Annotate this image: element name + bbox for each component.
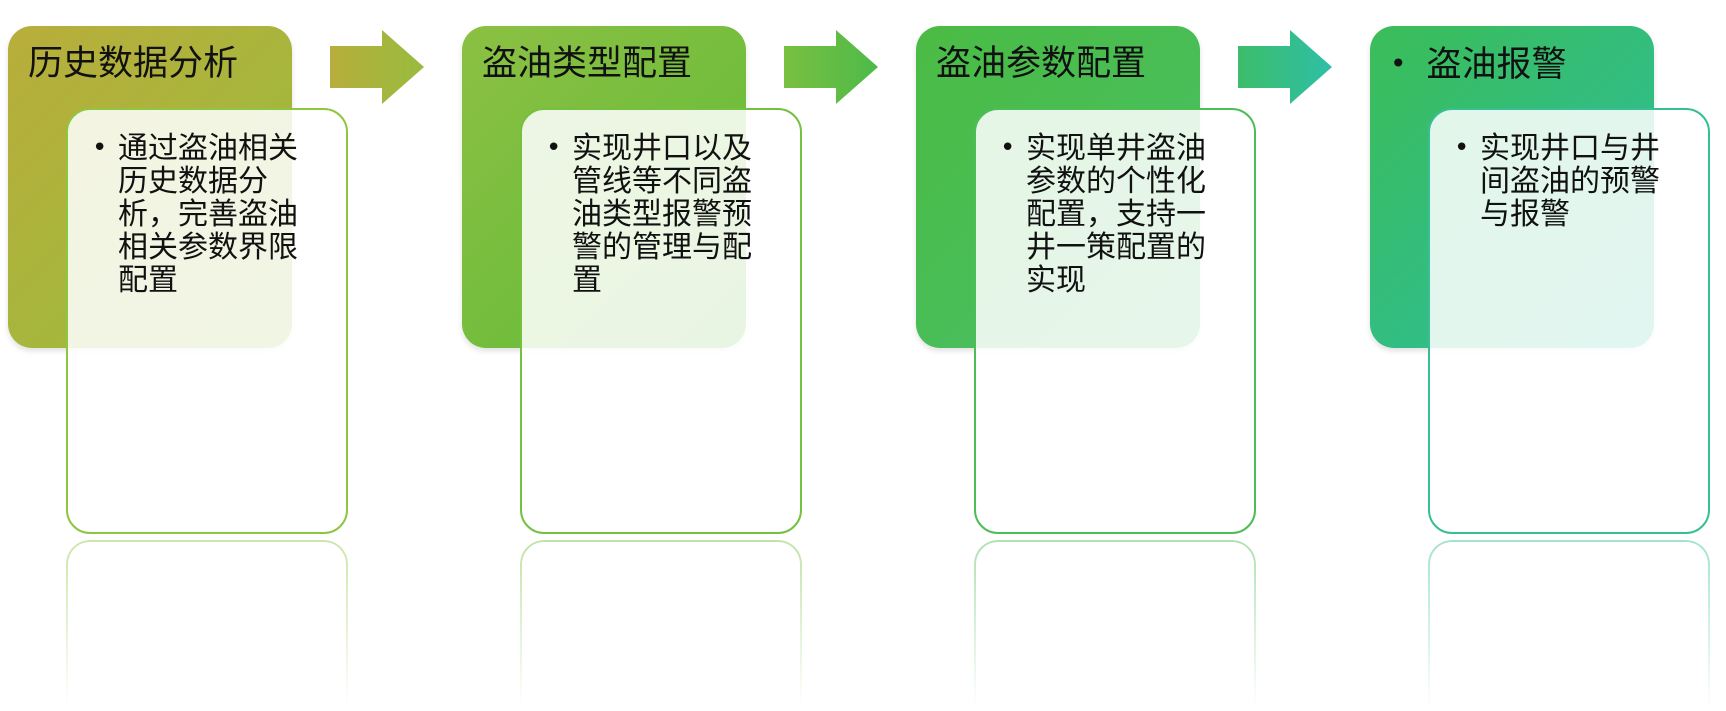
arrow-right-icon [1238,30,1332,104]
stage-2-title: 盗油类型配置 [482,42,736,86]
stage-3-bullet: • [1000,133,1016,163]
stage-3-detail-card: • 实现单井盗油参数的个性化配置，支持一井一策配置的实现 [974,108,1256,534]
stage-1-detail-card: • 通过盗油相关历史数据分析，完善盗油相关参数界限配置 [66,108,348,534]
stage-3-detail-text: 实现单井盗油参数的个性化配置，支持一井一策配置的实现 [1026,131,1206,298]
stage-1-bullet: • [92,133,108,163]
stage-4-title-bullet: • [1390,47,1407,80]
stage-4-reflection [1428,540,1710,708]
stage-4-detail-text: 实现井口与井间盗油的预警与报警 [1480,131,1660,232]
stage-2-reflection [520,540,802,708]
stage-2-title-text: 盗油类型配置 [482,44,693,84]
stage-1-reflection [66,540,348,708]
stage-1-title: 历史数据分析 [28,42,282,86]
arrow-right-icon [330,30,424,104]
stage-2-detail-text: 实现井口以及管线等不同盗油类型报警预警的管理与配置 [572,131,752,298]
stage-4-bullet: • [1454,133,1470,163]
stage-4-title: • 盗油报警 [1390,42,1644,87]
stage-1-title-text: 历史数据分析 [28,44,239,84]
stage-2-bullet: • [546,133,562,163]
stage-3-title-text: 盗油参数配置 [936,44,1147,84]
stage-3-reflection [974,540,1256,708]
arrow-right-icon [784,30,878,104]
stage-4-detail-card: • 实现井口与井间盗油的预警与报警 [1428,108,1710,534]
stage-1-detail-text: 通过盗油相关历史数据分析，完善盗油相关参数界限配置 [118,131,298,298]
stage-3-title: 盗油参数配置 [936,42,1190,86]
stage-4-title-text: 盗油报警 [1426,45,1567,85]
stage-2-detail-card: • 实现井口以及管线等不同盗油类型报警预警的管理与配置 [520,108,802,534]
